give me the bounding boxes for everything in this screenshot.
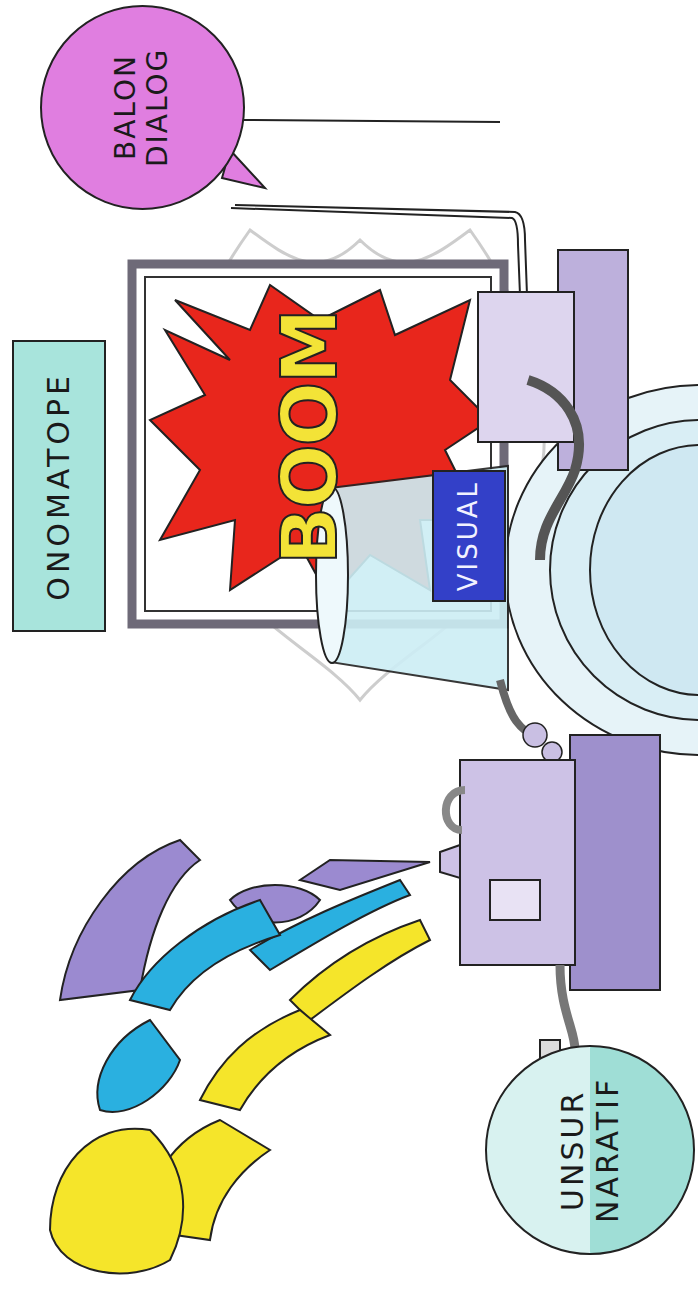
- machine-door: [490, 880, 540, 920]
- text-group: UNSUR NARATIF: [556, 1047, 625, 1253]
- stand-ring: [590, 445, 698, 695]
- cup-body: [330, 466, 508, 690]
- text-group: ONOMATOPE: [42, 372, 77, 601]
- boom-text-area: BOOM: [195, 305, 425, 570]
- onomatope-band: ONOMATOPE: [12, 340, 106, 632]
- stream-blob: [200, 1010, 330, 1110]
- hose: [446, 790, 465, 830]
- hose: [560, 965, 575, 1050]
- text-group: BALON DIALOG: [110, 7, 174, 208]
- stream-blob: [50, 1129, 183, 1274]
- visual-label: VISUAL: [432, 470, 506, 602]
- machine-box: [460, 760, 575, 965]
- node-label: BALON DIALOG: [110, 7, 174, 208]
- node-label: ONOMATOPE: [42, 372, 77, 601]
- gears: [523, 723, 562, 762]
- dialog-balloon: BALON DIALOG: [40, 5, 245, 210]
- wire: [240, 120, 500, 122]
- node-label: BOOM: [266, 310, 353, 565]
- node-label: VISUAL: [454, 480, 484, 591]
- narrative-sphere: UNSUR NARATIF: [485, 1045, 695, 1255]
- text-group: VISUAL: [454, 480, 484, 591]
- plug-box: [478, 292, 574, 442]
- letter-stream: [50, 840, 430, 1273]
- stream-blob: [97, 1020, 180, 1112]
- stream-blob: [130, 900, 280, 1010]
- text-group: BOOM: [266, 310, 353, 565]
- node-label: UNSUR NARATIF: [556, 1047, 625, 1253]
- gear: [523, 723, 547, 747]
- hose: [528, 380, 579, 560]
- nozzle: [440, 845, 460, 878]
- stream-blob: [290, 920, 430, 1020]
- stream-blob: [300, 860, 430, 890]
- machine-base: [570, 735, 660, 990]
